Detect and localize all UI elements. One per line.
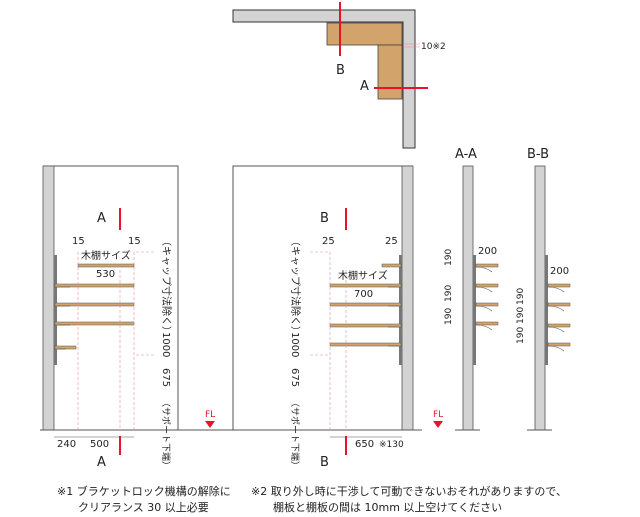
note2-line1: ※2 取り外し時に干渉して可動できないおそれがありますので、 [251, 485, 567, 498]
section-aa-depth: 200 [478, 246, 497, 257]
shelf [54, 283, 135, 288]
corner-wall [232, 9, 416, 149]
fl-marker-right: FL [433, 410, 443, 428]
section-bb-spacing-1: 190 [516, 288, 526, 305]
note1-line2: クリアランス 30 以上必要 [78, 501, 209, 514]
left-height-lower: 675 [160, 368, 171, 387]
note2-line2: 棚板と棚板の間は 10mm 以上空けてください [273, 501, 503, 514]
section-aa-spacing-1: 190 [444, 249, 454, 266]
left-shelf-size-label: 木棚サイズ [81, 249, 131, 262]
section-bb-spacing-2: 190 [516, 307, 526, 324]
section-bb-wall [534, 165, 546, 431]
middle-height-upper: 1000 [289, 332, 300, 357]
middle-dim-note: ※130 [379, 440, 404, 450]
middle-shelf-width: 700 [354, 289, 373, 300]
left-section-label-bottom: A [97, 455, 106, 470]
shelf [329, 302, 402, 307]
top-view: B A 10※2 [232, 2, 446, 149]
middle-height-lower: 675 [289, 368, 300, 387]
left-height-upper: 1000 [160, 332, 171, 357]
middle-shelf-size-label: 木棚サイズ [338, 269, 388, 282]
section-aa-wall [462, 165, 474, 431]
section-aa-spacing-3: 190 [444, 308, 454, 325]
left-rail [54, 255, 57, 365]
shelf [54, 321, 135, 326]
middle-view: B B 25 25 木棚サイズ 700 （キャップ寸法除く） 1000 675 … [232, 165, 422, 470]
shelf [54, 345, 77, 350]
left-clearance-right: 15 [128, 236, 141, 247]
left-shelf-width: 530 [96, 269, 115, 280]
section-bb-spacing-3: 190 [516, 327, 526, 344]
left-wall [42, 165, 55, 431]
middle-section-label-bottom: B [320, 455, 329, 470]
middle-clearance-right: 25 [385, 236, 398, 247]
note1-line1: ※1 ブラケットロック機構の解除に [57, 485, 231, 498]
section-aa: A-A 200 190 190 190 [444, 147, 499, 431]
middle-support-label: （サポート下端） [289, 398, 301, 470]
top-label-a: A [360, 79, 369, 94]
section-bb: B-B 200 190 190 190 [516, 147, 571, 431]
middle-cap-label: （キャップ寸法除く） [289, 236, 302, 336]
middle-section-label-top: B [320, 211, 329, 226]
middle-rail [399, 255, 402, 365]
left-shelves [54, 263, 135, 350]
left-section-label-top: A [97, 211, 106, 226]
top-shelf-b [377, 44, 403, 100]
left-dim-right: 500 [90, 439, 109, 450]
fl-label-right: FL [433, 410, 443, 420]
left-clearance-left: 15 [72, 236, 85, 247]
shelf [77, 263, 135, 268]
section-aa-spacing-2: 190 [444, 285, 454, 302]
shelf [329, 283, 402, 288]
top-label-b: B [336, 63, 345, 78]
shelf [381, 263, 402, 268]
left-cap-label: （キャップ寸法除く） [160, 236, 173, 336]
shelf [329, 323, 402, 328]
left-view: A A 15 15 木棚サイズ 530 （キャップ寸法除く） 1000 675 … [40, 165, 232, 470]
section-bb-title: B-B [527, 147, 549, 162]
middle-wall [401, 165, 414, 431]
top-gap-note: 10※2 [421, 42, 446, 52]
middle-dim-bottom: 650 [355, 439, 374, 450]
left-dim-left: 240 [57, 439, 76, 450]
section-bb-depth: 200 [550, 266, 569, 277]
top-shelf-a [326, 22, 403, 46]
section-aa-title: A-A [455, 147, 477, 162]
left-support-label: （サポート下端） [160, 398, 172, 470]
middle-clearance-left: 25 [322, 236, 335, 247]
shelf [329, 342, 402, 347]
shelf [54, 302, 135, 307]
fl-marker-left: FL [205, 410, 215, 428]
fl-label-left: FL [205, 410, 215, 420]
